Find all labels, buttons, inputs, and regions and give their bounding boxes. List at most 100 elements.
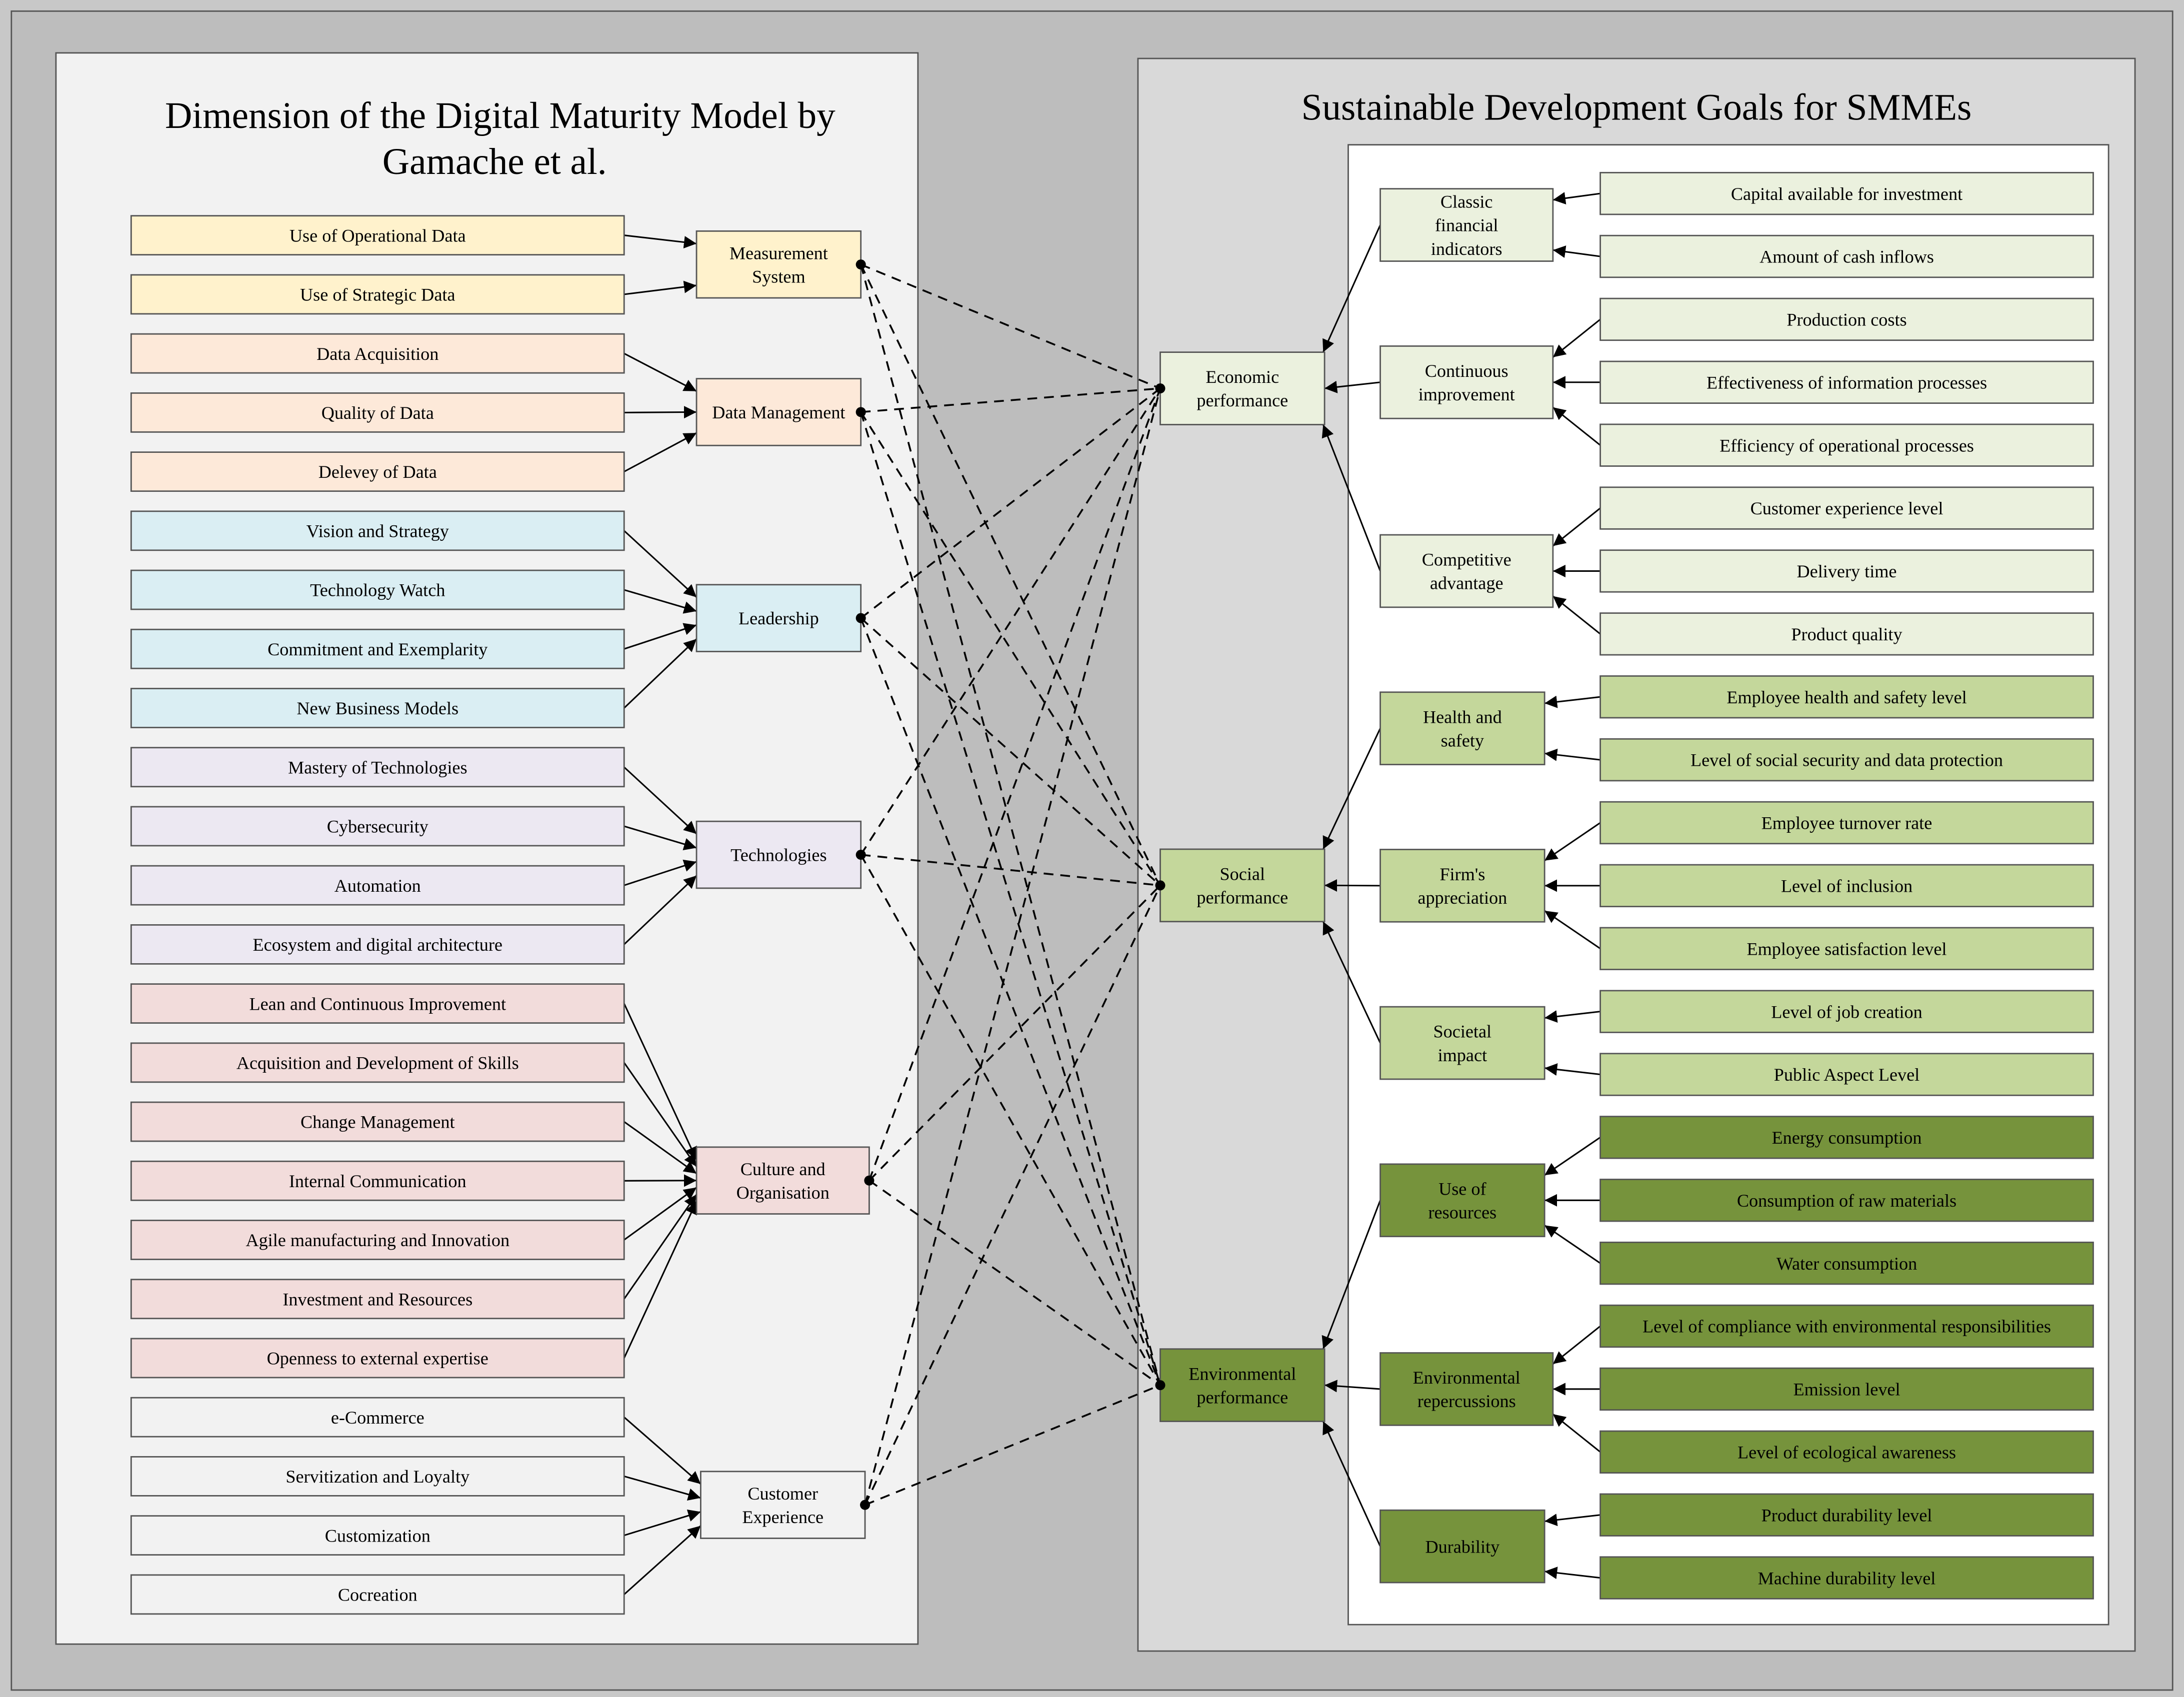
- arrow-durability: [1322, 1421, 1381, 1547]
- indicator-cybersecurity-box: [130, 806, 625, 847]
- goal-employee-satisfaction-level-box: [1600, 927, 2094, 970]
- indicator-new-business-models: New Business Models: [130, 688, 625, 728]
- indicator-use-of-operational-data: Use of Operational Data: [130, 215, 625, 256]
- goal-energy-consumption-label: Energy consumption: [1772, 1128, 1922, 1148]
- indicator-servitization-and-loyalty-box: [130, 1456, 625, 1497]
- goal-emission-level-box: [1600, 1367, 2094, 1411]
- category-health-and-safety-box: [1380, 691, 1546, 765]
- indicator-customization-box: [130, 1515, 625, 1556]
- arrow-continuous-improvement: [1324, 380, 1380, 393]
- dashed-link-0-2: [860, 264, 1162, 1386]
- indicator-investment-and-resources-box: [130, 1279, 625, 1320]
- category-durability-box: [1380, 1509, 1546, 1584]
- goal-customer-experience-level: Customer experience level: [1600, 486, 2094, 530]
- arrow-level-of-ecological-awareness: [1552, 1413, 1601, 1453]
- goal-employee-health-and-safety-level: Employee health and safety level: [1600, 675, 2094, 719]
- indicator-customization: Customization: [130, 1515, 625, 1556]
- indicator-lean-and-continuous-improvement-box: [130, 983, 625, 1024]
- dimension-leadership-box: [696, 584, 862, 652]
- indicator-agile-manufacturing-and-innovation: Agile manufacturing and Innovation: [130, 1220, 625, 1260]
- indicator-use-of-operational-data-box: [130, 215, 625, 256]
- indicator-new-business-models-label: New Business Models: [296, 698, 458, 718]
- indicator-change-management: Change Management: [130, 1101, 625, 1142]
- indicator-internal-communication-box: [130, 1160, 625, 1201]
- goal-water-consumption: Water consumption: [1600, 1242, 2094, 1285]
- arrow-classic-financial-indicators: [1322, 224, 1381, 353]
- indicator-agile-manufacturing-and-innovation-label: Agile manufacturing and Innovation: [246, 1230, 510, 1250]
- indicator-lean-and-continuous-improvement: Lean and Continuous Improvement: [130, 983, 625, 1024]
- solid-arrows: [623, 192, 1601, 1596]
- goal-employee-satisfaction-level-label: Employee satisfaction level: [1747, 939, 1947, 959]
- indicator-mastery-of-technologies-box: [130, 747, 625, 788]
- goal-level-of-job-creation: Level of job creation: [1600, 990, 2094, 1033]
- goal-delivery-time: Delivery time: [1600, 549, 2094, 593]
- goal-public-aspect-level-box: [1600, 1053, 2094, 1096]
- goal-level-of-ecological-awareness-box: [1600, 1430, 2094, 1474]
- dashed-link-3-1: [860, 854, 1160, 887]
- indicator-commitment-and-exemplarity-label: Commitment and Exemplarity: [268, 639, 488, 659]
- goal-level-of-social-security-and-data-protection-box: [1600, 738, 2094, 782]
- arrow-automation: [624, 859, 697, 886]
- goal-employee-turnover-rate-label: Employee turnover rate: [1762, 813, 1932, 833]
- indicator-data-acquisition-label: Data Acquisition: [316, 344, 438, 364]
- dashed-link-4-1: [868, 885, 1161, 1182]
- arrow-data-acquisition: [624, 352, 697, 392]
- indicator-cocreation-box: [130, 1574, 625, 1615]
- dashed-link-4-0: [868, 388, 1162, 1181]
- indicator-delevey-of-data-box: [130, 451, 625, 492]
- arrow-investment-and-resources: [623, 1194, 698, 1300]
- goal-product-quality-box: [1600, 612, 2094, 656]
- goal-effectiveness-of-information-processes-label: Effectiveness of information processes: [1706, 372, 1987, 392]
- arrow-employee-health-and-safety-level: [1544, 695, 1600, 708]
- indicator-openness-to-external-expertise-box: [130, 1338, 625, 1379]
- dimension-connector-dot-4: [864, 1175, 874, 1186]
- arrow-technology-watch: [624, 589, 697, 614]
- performance-connector-dot-1: [1155, 880, 1166, 891]
- indicator-vision-and-strategy-box: [130, 510, 625, 551]
- indicator-openness-to-external-expertise: Openness to external expertise: [130, 1338, 625, 1379]
- arrow-product-quality: [1552, 595, 1601, 635]
- goal-product-durability-level-label: Product durability level: [1762, 1505, 1932, 1525]
- goal-capital-available-for-investment-box: [1600, 171, 2094, 215]
- performance-connector-dot-0: [1155, 383, 1166, 394]
- goal-delivery-time-box: [1600, 549, 2094, 593]
- arrow-competitive-advantage: [1322, 424, 1381, 571]
- goal-level-of-inclusion-label: Level of inclusion: [1781, 876, 1912, 896]
- indicator-commitment-and-exemplarity-box: [130, 628, 625, 669]
- dashed-link-3-0: [860, 388, 1161, 856]
- arrow-water-consumption: [1544, 1225, 1601, 1264]
- category-durability: Durability: [1380, 1509, 1546, 1584]
- goal-level-of-compliance-with-environmental-responsibilities-box: [1600, 1304, 2094, 1348]
- indicator-quality-of-data: Quality of Data: [130, 392, 625, 433]
- indicator-automation-label: Automation: [334, 876, 421, 896]
- performance-social-performance-box: [1160, 848, 1326, 923]
- goal-water-consumption-label: Water consumption: [1776, 1254, 1918, 1274]
- goal-consumption-of-raw-materials-label: Consumption of raw materials: [1737, 1191, 1956, 1211]
- dashed-link-3-2: [860, 854, 1162, 1386]
- goal-efficiency-of-operational-processes: Efficiency of operational processes: [1600, 423, 2094, 467]
- goal-production-costs-label: Production costs: [1786, 310, 1906, 330]
- goal-level-of-compliance-with-environmental-responsibilities: Level of compliance with environmental r…: [1600, 1304, 2094, 1348]
- dimension-customer-experience-box: [700, 1471, 866, 1539]
- indicator-lean-and-continuous-improvement-label: Lean and Continuous Improvement: [249, 994, 506, 1014]
- goal-employee-satisfaction-level: Employee satisfaction level: [1600, 927, 2094, 970]
- arrow-environmental-repercussions: [1324, 1380, 1380, 1393]
- goal-product-quality: Product quality: [1600, 612, 2094, 656]
- category-durability-label: Durability: [1425, 1537, 1500, 1557]
- arrow-cocreation: [624, 1525, 702, 1596]
- arrow-societal-impact: [1322, 921, 1381, 1044]
- goal-employee-turnover-rate-box: [1600, 801, 2094, 845]
- goal-level-of-inclusion-box: [1600, 864, 2094, 908]
- dashed-link-0-1: [860, 264, 1162, 886]
- arrow-product-durability-level: [1544, 1514, 1600, 1527]
- arrow-amount-of-cash-inflows: [1552, 245, 1600, 258]
- goal-production-costs: Production costs: [1600, 297, 2094, 341]
- indicator-cybersecurity: Cybersecurity: [130, 806, 625, 847]
- arrow-lean-and-continuous-improvement: [623, 1003, 698, 1160]
